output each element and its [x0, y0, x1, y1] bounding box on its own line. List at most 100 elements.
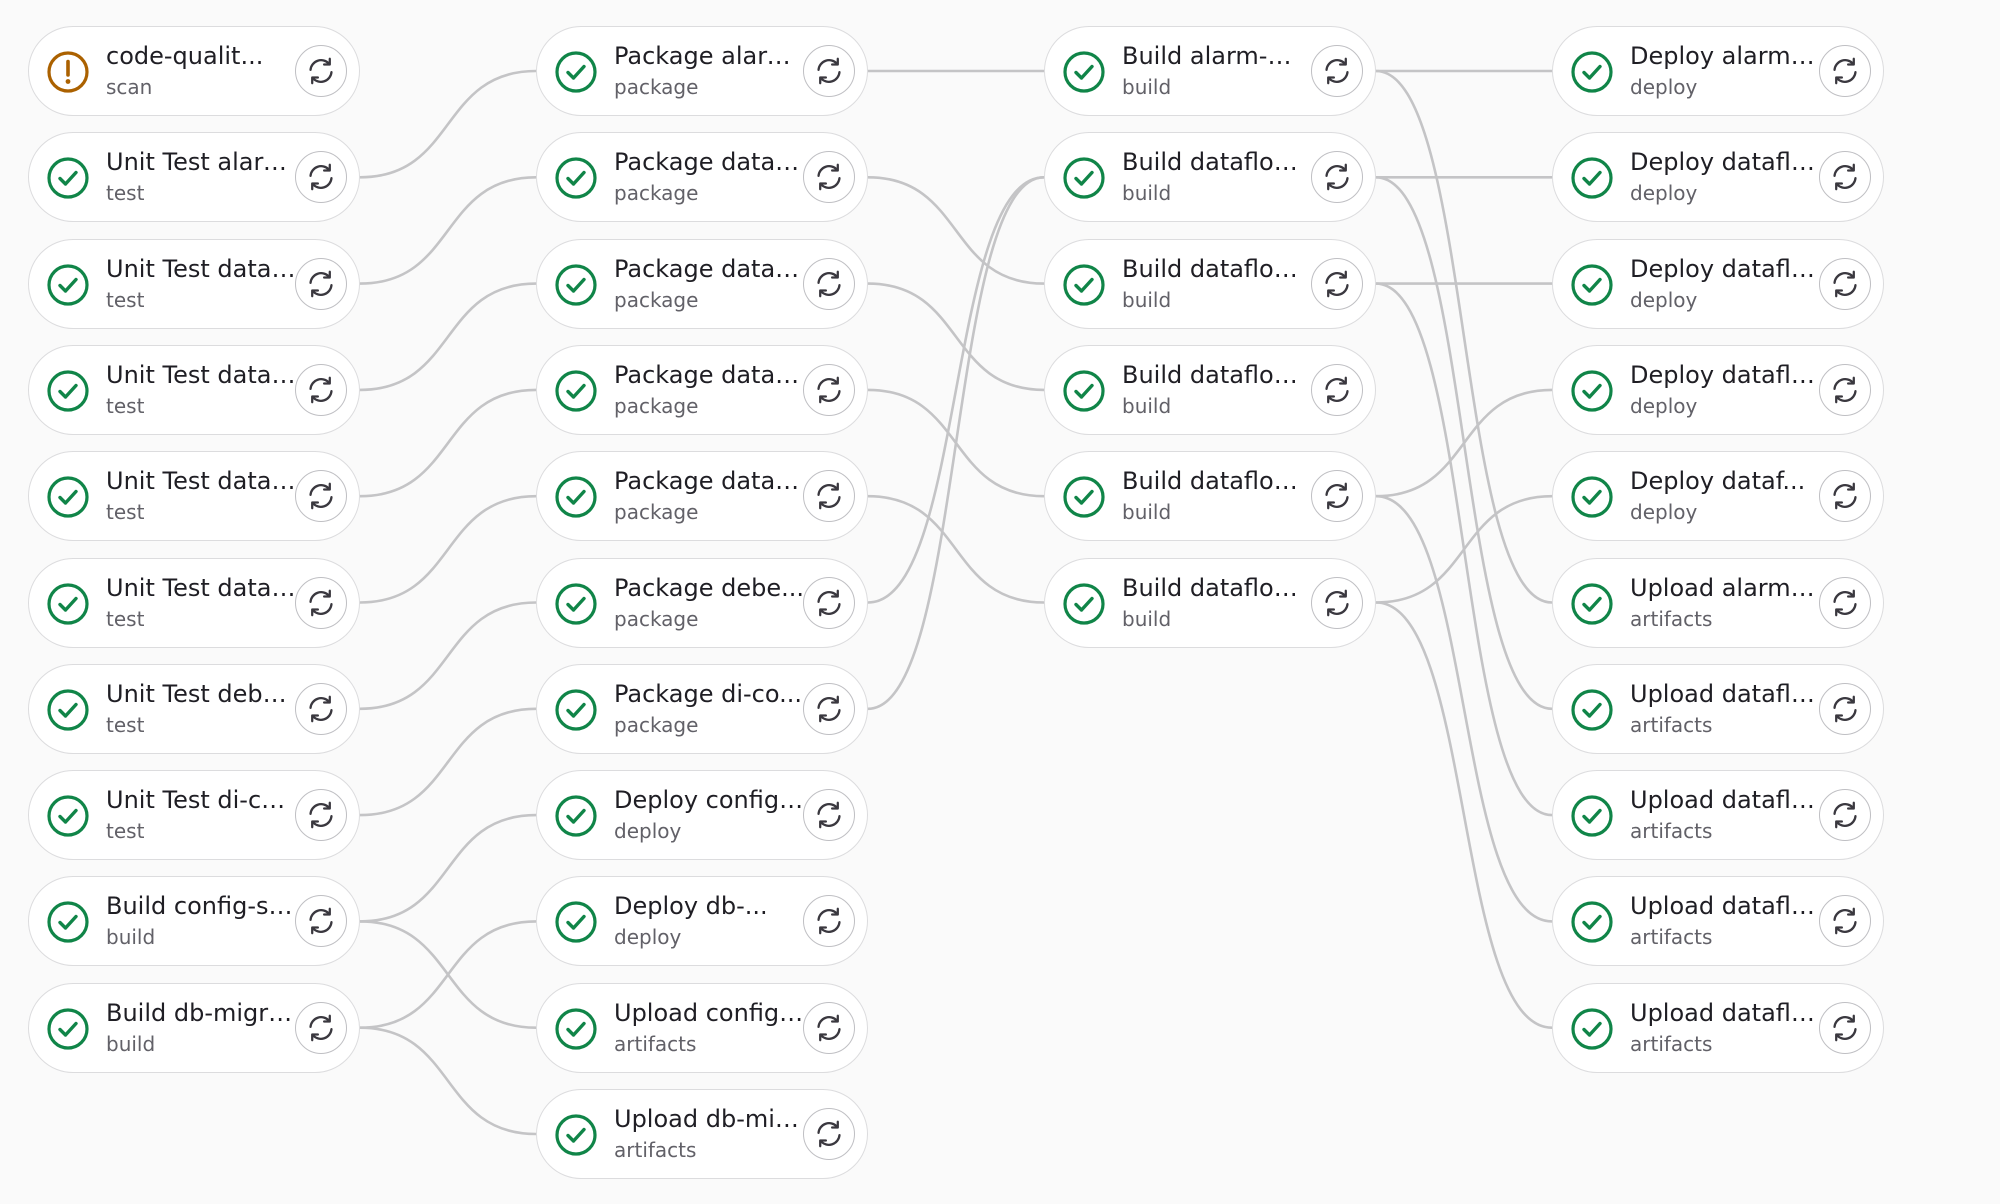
job-stage: package [614, 75, 699, 99]
job-card-b1[interactable]: Build alarm-ma... build [1044, 26, 1376, 116]
retry-button[interactable] [1819, 682, 1871, 735]
job-name: Unit Test dataf... [106, 467, 296, 496]
job-card-ddb[interactable]: Deploy db-... deploy [536, 876, 868, 967]
job-card-d2[interactable]: Deploy dataflo... deploy [1552, 132, 1884, 223]
job-card-b5[interactable]: Build dataflow-... build [1044, 451, 1376, 542]
job-card-u2[interactable]: Upload dataflo... artifacts [1552, 663, 1884, 754]
retry-button[interactable] [295, 363, 347, 416]
job-card-d1[interactable]: Deploy alarm-... deploy [1552, 26, 1884, 116]
retry-button[interactable] [1311, 45, 1363, 97]
retry-button[interactable] [1311, 363, 1363, 416]
job-card-ut4[interactable]: Unit Test dataf... test [28, 451, 360, 542]
job-card-d3[interactable]: Deploy dataflo... deploy [1552, 238, 1884, 329]
success-status-icon [554, 263, 598, 307]
job-card-b6[interactable]: Build dataflow-... build [1044, 557, 1376, 648]
job-card-u5[interactable]: Upload dataflo... artifacts [1552, 982, 1884, 1073]
retry-button[interactable] [295, 470, 347, 523]
job-card-p2[interactable]: Package datafl... package [536, 132, 868, 223]
job-stage: artifacts [1630, 1031, 1713, 1056]
job-card-ut2[interactable]: Unit Test dataf... test [28, 238, 360, 329]
retry-button[interactable] [295, 576, 347, 629]
retry-button[interactable] [1311, 257, 1363, 310]
retry-button[interactable] [803, 257, 855, 310]
job-stage: deploy [1630, 393, 1698, 418]
link-bdm-udb [359, 1026, 537, 1136]
job-stage: build [1122, 181, 1172, 206]
link-p2-b3 [867, 176, 1045, 285]
retry-button[interactable] [295, 257, 347, 310]
retry-button[interactable] [295, 151, 347, 204]
job-card-p6[interactable]: Package debe... package [536, 557, 868, 648]
success-status-icon [554, 900, 598, 944]
job-card-b2[interactable]: Build dataflow-... build [1044, 132, 1376, 223]
job-stage: test [106, 181, 145, 206]
retry-icon [309, 482, 333, 510]
retry-button[interactable] [295, 1001, 347, 1054]
retry-button[interactable] [803, 151, 855, 204]
retry-button[interactable] [803, 363, 855, 416]
job-card-bdm[interactable]: Build db-migra... build [28, 982, 360, 1073]
retry-button[interactable] [1311, 470, 1363, 523]
job-card-u1[interactable]: Upload alarm-... artifacts [1552, 557, 1884, 648]
retry-button[interactable] [803, 682, 855, 735]
retry-icon [817, 1120, 841, 1148]
job-card-p5[interactable]: Package datafl... package [536, 451, 868, 542]
retry-button[interactable] [1311, 151, 1363, 204]
retry-button[interactable] [1819, 151, 1871, 204]
link-p5-b6 [867, 494, 1045, 604]
retry-button[interactable] [1819, 257, 1871, 310]
job-card-d5[interactable]: Deploy dataf... deploy [1552, 451, 1884, 542]
job-stage: test [106, 393, 145, 418]
job-card-u4[interactable]: Upload dataflo... artifacts [1552, 876, 1884, 967]
job-stage: test [106, 606, 145, 631]
retry-button[interactable] [1311, 576, 1363, 629]
retry-icon [817, 589, 841, 616]
retry-button[interactable] [295, 45, 347, 97]
job-name: Unit Test dataf... [106, 254, 296, 283]
job-stage: deploy [1630, 181, 1698, 206]
job-card-d4[interactable]: Deploy dataflo... deploy [1552, 344, 1884, 435]
link-ut4-p4 [359, 388, 537, 498]
retry-button[interactable] [1819, 363, 1871, 416]
job-card-p1[interactable]: Package alarm... package [536, 26, 868, 116]
job-stage: deploy [1630, 500, 1698, 525]
retry-button[interactable] [803, 895, 855, 948]
retry-button[interactable] [803, 576, 855, 629]
job-card-dc[interactable]: Deploy config-... deploy [536, 770, 868, 861]
job-card-ut1[interactable]: Unit Test alarm... test [28, 132, 360, 223]
retry-button[interactable] [803, 470, 855, 523]
job-card-ut3[interactable]: Unit Test dataf... test [28, 344, 360, 435]
job-card-b4[interactable]: Build dataflow-... build [1044, 344, 1376, 435]
job-card-p3[interactable]: Package datafl... package [536, 238, 868, 329]
job-card-ut6[interactable]: Unit Test debe... test [28, 663, 360, 754]
job-card-p7[interactable]: Package di-co... package [536, 663, 868, 754]
retry-button[interactable] [803, 1001, 855, 1054]
success-status-icon [554, 688, 598, 732]
retry-button[interactable] [295, 789, 347, 842]
job-card-udb[interactable]: Upload db-mig... artifacts [536, 1089, 868, 1179]
retry-button[interactable] [1819, 576, 1871, 629]
retry-button[interactable] [1819, 895, 1871, 948]
job-card-ut7[interactable]: Unit Test di-co... test [28, 770, 360, 861]
retry-button[interactable] [803, 789, 855, 842]
retry-button[interactable] [1819, 45, 1871, 97]
job-card-ut5[interactable]: Unit Test dataf... test [28, 557, 360, 648]
job-card-u3[interactable]: Upload dataflo... artifacts [1552, 770, 1884, 861]
retry-button[interactable] [295, 895, 347, 948]
retry-button[interactable] [803, 45, 855, 97]
job-card-cq[interactable]: code-qualit... scan [28, 26, 360, 116]
job-stage: artifacts [614, 1031, 697, 1056]
job-card-uc[interactable]: Upload config-... artifacts [536, 982, 868, 1073]
job-name: code-qualit... [106, 42, 264, 70]
job-card-bcs[interactable]: Build config-se... build [28, 876, 360, 967]
retry-button[interactable] [803, 1108, 855, 1160]
job-name: Package di-co... [614, 679, 803, 708]
retry-button[interactable] [1819, 789, 1871, 842]
job-card-p4[interactable]: Package datafl... package [536, 344, 868, 435]
retry-button[interactable] [1819, 470, 1871, 523]
retry-button[interactable] [1819, 1001, 1871, 1054]
retry-icon [309, 57, 333, 85]
job-card-b3[interactable]: Build dataflow-... build [1044, 238, 1376, 329]
success-status-icon [554, 582, 598, 626]
retry-button[interactable] [295, 682, 347, 735]
